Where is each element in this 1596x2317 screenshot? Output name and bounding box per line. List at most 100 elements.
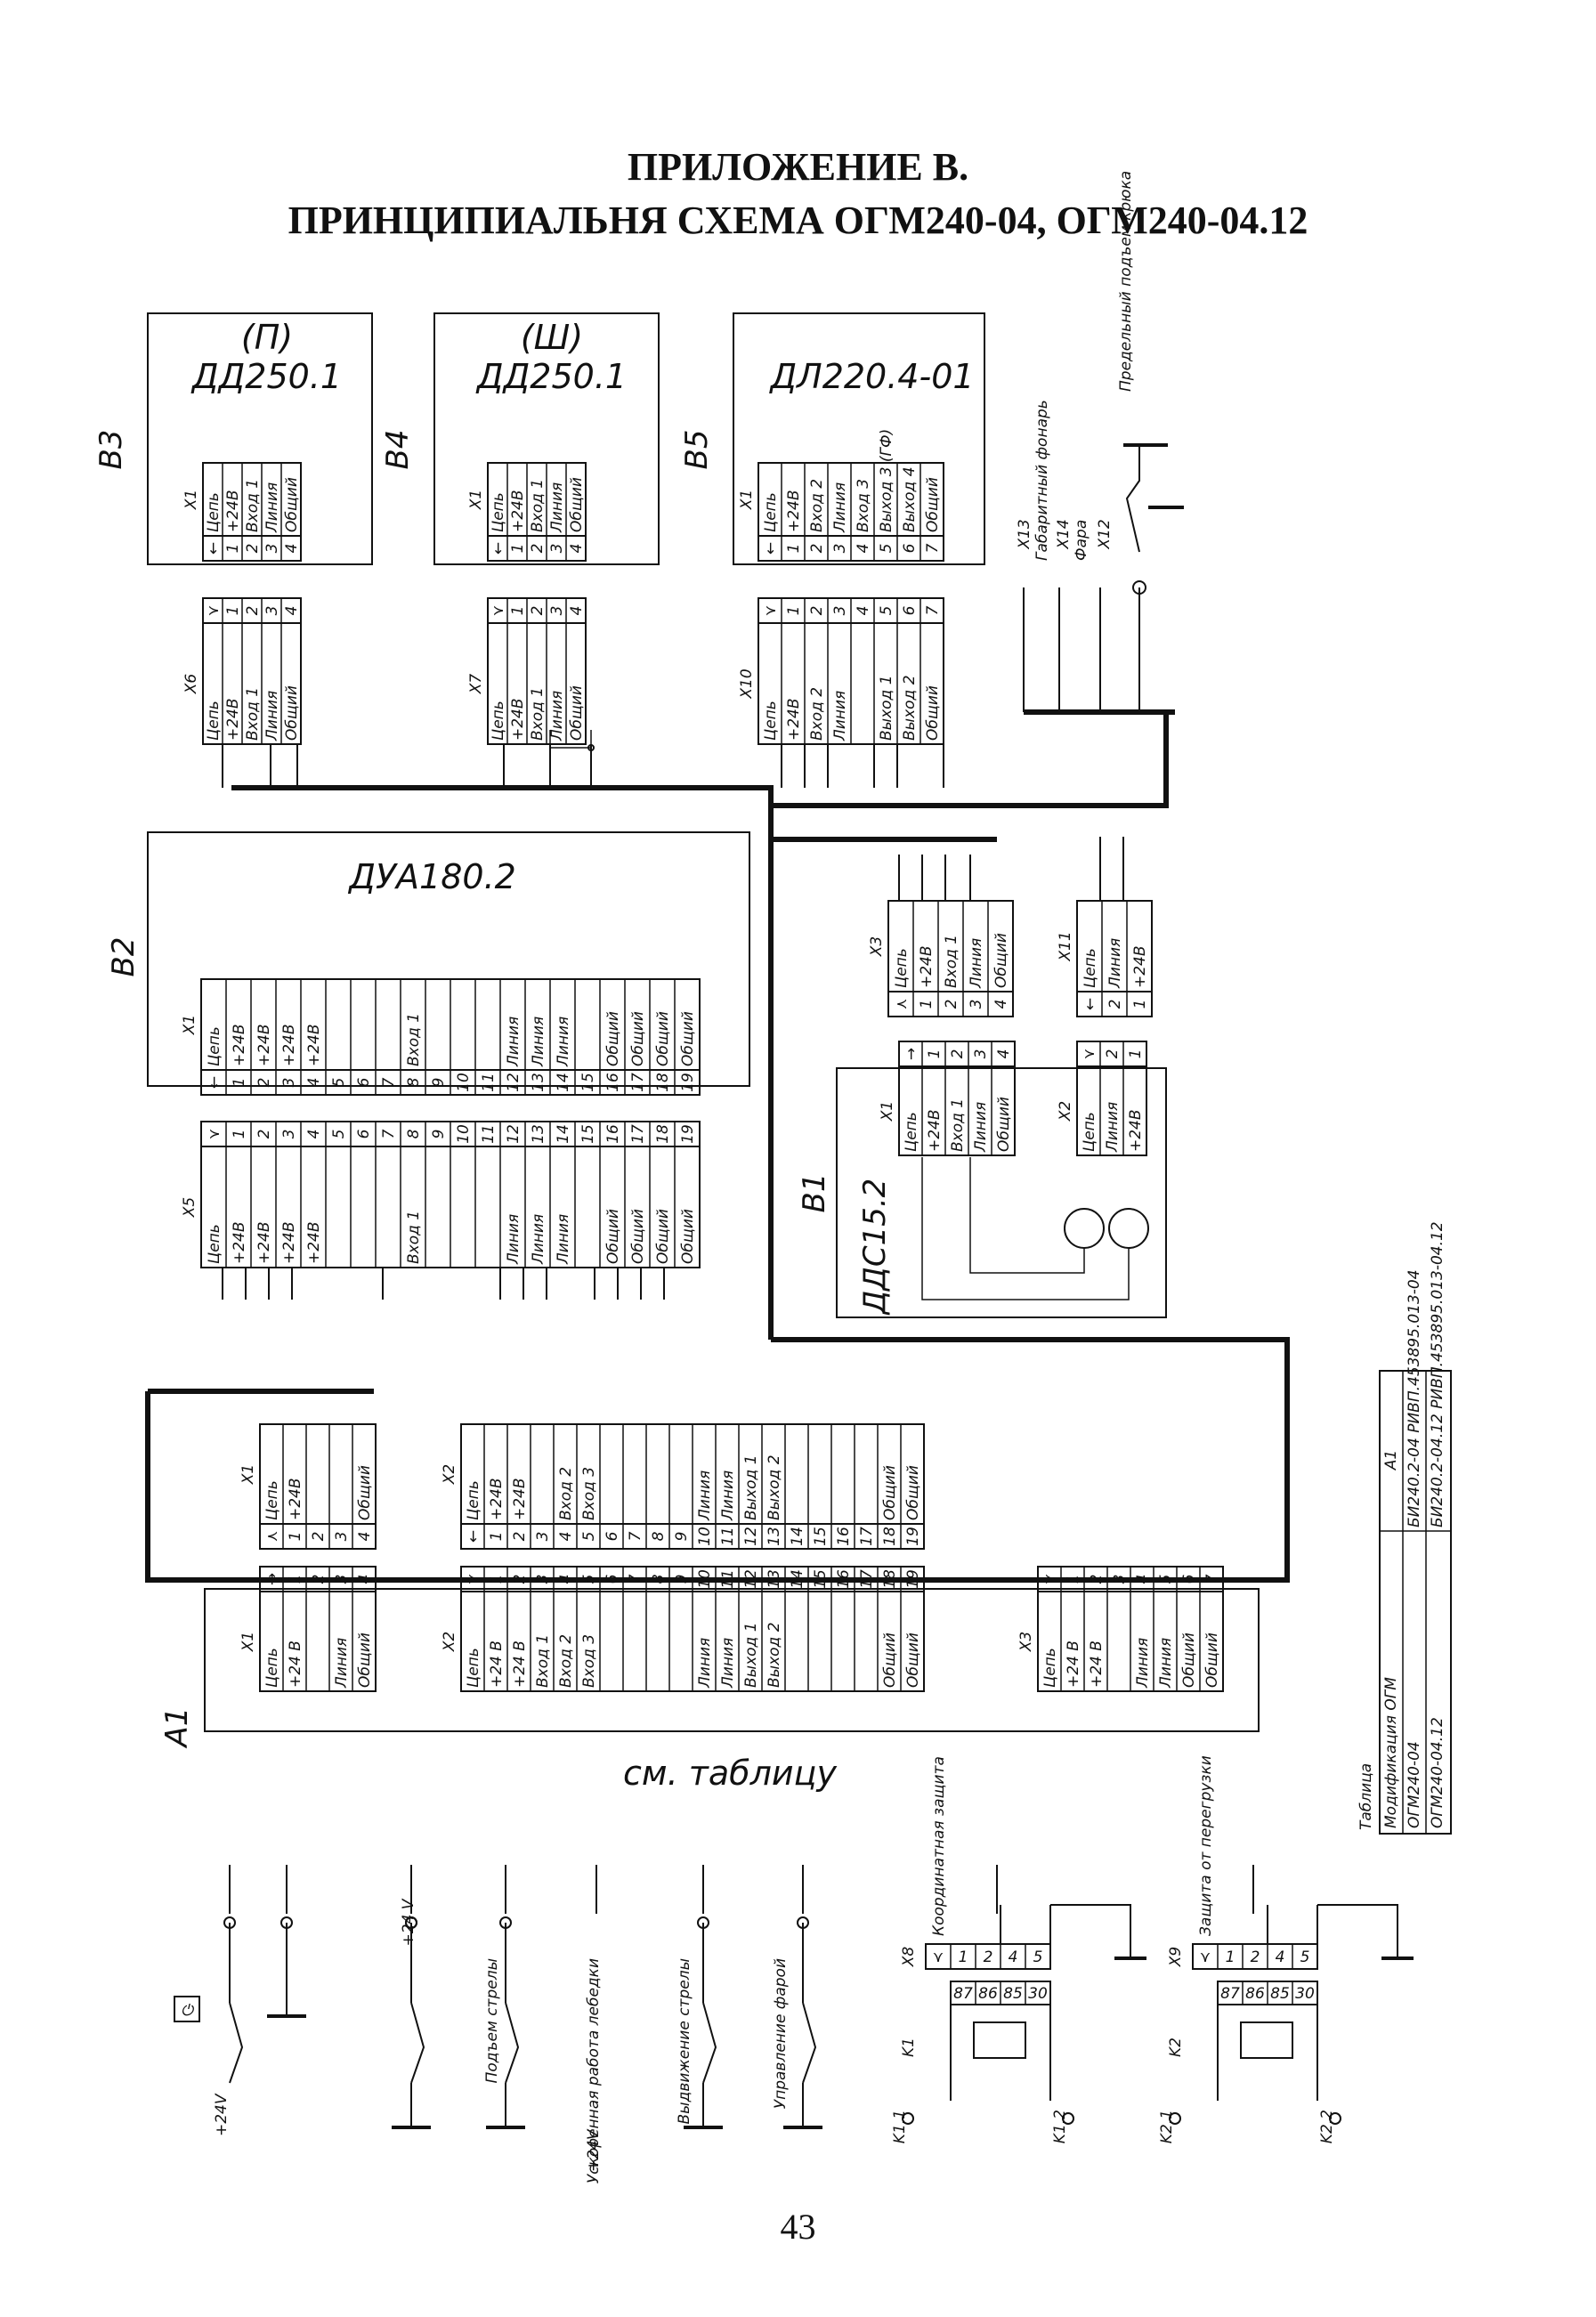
b3_x1-pin-label: +24В (224, 490, 242, 532)
a1_x2i-pin-label: +24 В (488, 1641, 506, 1688)
a1_x2i-pin: 19 (904, 1569, 922, 1589)
b1_x3-pin-label: Общий (992, 933, 1010, 988)
a1_x3i-pin: 2 (1088, 1575, 1106, 1584)
b4_x7-pin: ⋎ (490, 605, 507, 616)
relay2-pin: 5 (1300, 1948, 1310, 1966)
b1_x1-pin: 2 (949, 1049, 967, 1059)
a1_x2o-pin-label: +24В (488, 1478, 506, 1520)
b1_x3-pin-label: +24В (918, 945, 936, 988)
a1_x3i-pin: 7 (1203, 1574, 1221, 1584)
b5_x1-pin-label: Линия (831, 482, 849, 533)
b2_x1-pin-label: Цепь (206, 1026, 223, 1066)
a1_x2i-pin: 3 (534, 1575, 552, 1584)
a1_x3i-pin: 5 (1157, 1575, 1175, 1584)
a1_x1i-pin-label: Линия (333, 1638, 351, 1689)
b5-sensor-frame (733, 312, 985, 565)
a1_x1o-pin-label: Цепь (263, 1480, 281, 1520)
b5-name: ДЛ220.4-01 (768, 357, 974, 396)
b4-junction (587, 744, 595, 751)
b2_x1-pin-label: Линия (530, 1017, 547, 1067)
b3_x6-table (202, 597, 302, 745)
a1_x2i-pin: 5 (580, 1575, 598, 1584)
b3_x6-pin-label: Линия (263, 691, 281, 741)
power-left-label: +24 V (400, 1898, 417, 1946)
b1_x3-id: X3 (868, 936, 886, 957)
page-number: 43 (780, 2207, 816, 2247)
relay2-contact-right: K2.2 (1318, 2110, 1336, 2143)
relay1-coil (973, 2021, 1026, 2059)
b2_x5-pin-label: +24В (255, 1221, 273, 1264)
relay1-pin-icon: ⋎ (933, 1948, 944, 1966)
b2_x5-pin: 1 (231, 1130, 248, 1139)
b5_x10-id: X10 (738, 668, 756, 699)
a1_x2o-pin: 2 (511, 1532, 529, 1542)
b2_x5-pin-label: Общий (629, 1209, 647, 1264)
a1_x1i-table (259, 1566, 377, 1692)
b1_x3-pin: ⋏ (893, 999, 911, 1009)
b2_x1-pin: ← (206, 1076, 223, 1089)
b1_x11-pin: ← (1082, 998, 1099, 1010)
b2_x1-pin-label: +24В (255, 1024, 273, 1066)
b2_x5-pin-label: +24В (305, 1221, 323, 1264)
b2_x1-pin-label: Общий (629, 1011, 647, 1066)
b2_x1-pin: 17 (629, 1073, 647, 1092)
a1_x2o-pin: 19 (904, 1527, 922, 1546)
b3_x1-pin: ← (205, 542, 223, 555)
b1_x3-table (887, 900, 1014, 1017)
a1_x2i-pin-label: Вход 3 (580, 1634, 598, 1688)
a1_x2i-pin: 11 (719, 1569, 737, 1589)
relay2-k: K2 (1167, 2038, 1185, 2057)
b3_x6-pin: 1 (224, 606, 242, 616)
mod-table-cell: ОГМ240-04 (1406, 1741, 1423, 1828)
b2_x1-pin: 14 (555, 1073, 572, 1092)
a1_x2i-pin-label: Цепь (465, 1648, 482, 1688)
b5_x1-pin: ← (762, 542, 780, 555)
b4_x7-pin-label: Линия (548, 691, 566, 741)
page-title-line2: ПРИНЦИПИАЛЬНЯ СХЕМА ОГМ240-04, ОГМ240-04… (288, 198, 1308, 242)
a1_x2i-pin: 16 (835, 1569, 853, 1589)
relay2-pin: 4 (1276, 1948, 1285, 1966)
b4_x1-pin: ← (490, 542, 507, 555)
b1_x3-pin: 2 (943, 1000, 960, 1009)
b5_x10-pin: 6 (901, 605, 919, 615)
switch-label-2: Ускоренная работа лебедки (585, 1958, 603, 2183)
switch2-volt: +24V (585, 2128, 603, 2172)
b5_x1-pin-label: Вход 2 (808, 479, 826, 532)
b3_x1-pin: 4 (283, 544, 301, 554)
b5_x1-pin: 4 (855, 544, 872, 554)
x13-label: X13 (1016, 519, 1033, 549)
a1_x3i-pin: 1 (1065, 1575, 1082, 1584)
b1_x2-pin: 2 (1104, 1049, 1122, 1059)
b1_x2-pin: ⋎ (1081, 1049, 1098, 1059)
relay1-contact-left: K1.1 (891, 2110, 909, 2143)
a1_x1i-id: X1 (239, 1632, 257, 1652)
b2_x5-pin: 13 (530, 1124, 547, 1144)
a1_x2o-pin-label: Выход 2 (766, 1454, 783, 1520)
a1_x2i-pin: 15 (812, 1569, 830, 1589)
b5_x1-pin: 3 (831, 544, 849, 554)
a1_x2o-pin: 15 (812, 1527, 830, 1546)
relay2-terminal-right (1329, 2112, 1341, 2125)
a1_x2o-pin: 13 (766, 1527, 783, 1546)
a1_x2i-pin-label: Линия (696, 1638, 714, 1689)
b5_x10-pin: 2 (808, 606, 826, 616)
b1-sensor-a (1064, 1208, 1105, 1249)
b2_x5-pin: 4 (305, 1130, 323, 1139)
b1_x3-pin: 4 (992, 1000, 1010, 1009)
b2_x1-pin: 1 (231, 1078, 248, 1088)
mod-table-title: Таблица (1357, 1763, 1375, 1830)
relay1-k: K1 (900, 2038, 918, 2057)
b1_x1-pin: 4 (995, 1049, 1013, 1059)
b5_x10-pin-label: Вход 2 (808, 687, 826, 741)
b5_x10-pin-label: Выход 2 (901, 675, 919, 741)
a1_x1o-pin-label: +24В (287, 1478, 304, 1520)
b5_x1-pin-label: Выход 3 (ГФ) (878, 429, 895, 532)
b1_x3-pin: 3 (968, 1000, 985, 1009)
b1_x2-id: X2 (1057, 1101, 1074, 1122)
b1_x11-pin: 1 (1131, 1000, 1149, 1009)
b4_x7-pin-label: +24В (509, 698, 527, 741)
relay2-conn-id: X9 (1167, 1947, 1185, 1967)
b1_x2-pin-label: Линия (1104, 1102, 1122, 1153)
page-title-line1: ПРИЛОЖЕНИЕ В. (627, 145, 969, 189)
b4_x7-pin-label: Общий (568, 685, 586, 741)
